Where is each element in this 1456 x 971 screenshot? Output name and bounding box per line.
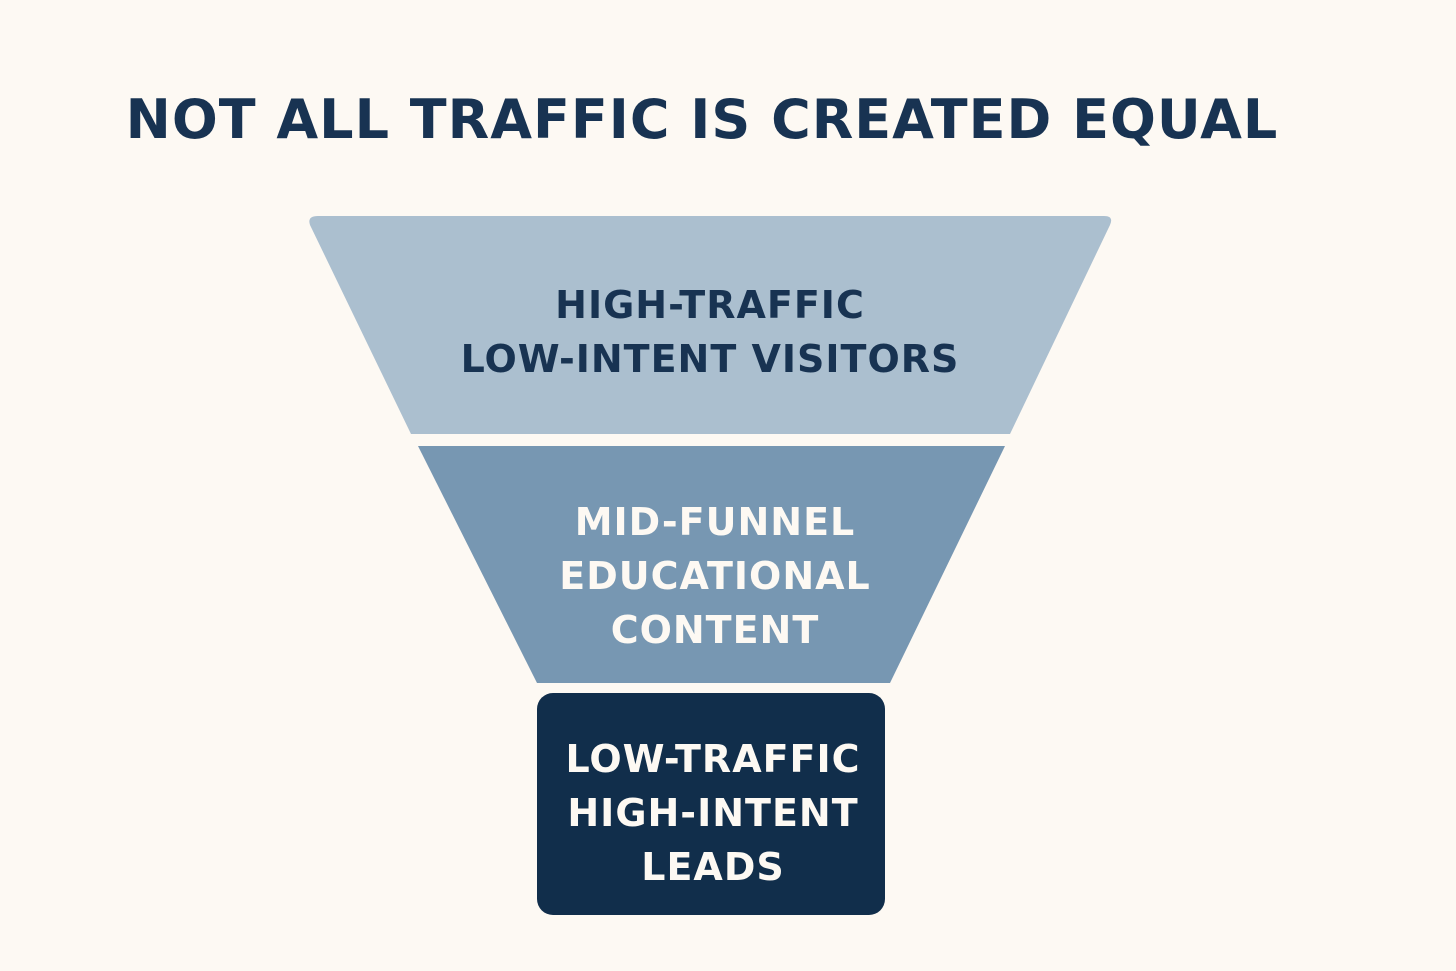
funnel-stage-2-label: MID-FUNNEL EDUCATIONAL CONTENT bbox=[559, 500, 871, 652]
diagram-title: NOT ALL TRAFFIC IS CREATED EQUAL bbox=[125, 88, 1279, 151]
funnel-stage-3-shape bbox=[537, 693, 885, 915]
funnel-stage-2-shape bbox=[418, 446, 1005, 683]
funnel-stage-3-label: LOW-TRAFFIC HIGH-INTENT LEADS bbox=[565, 737, 861, 889]
funnel-stage-1-shape bbox=[309, 216, 1112, 434]
funnel-stage-1-label: HIGH-TRAFFIC LOW-INTENT VISITORS bbox=[460, 283, 960, 381]
